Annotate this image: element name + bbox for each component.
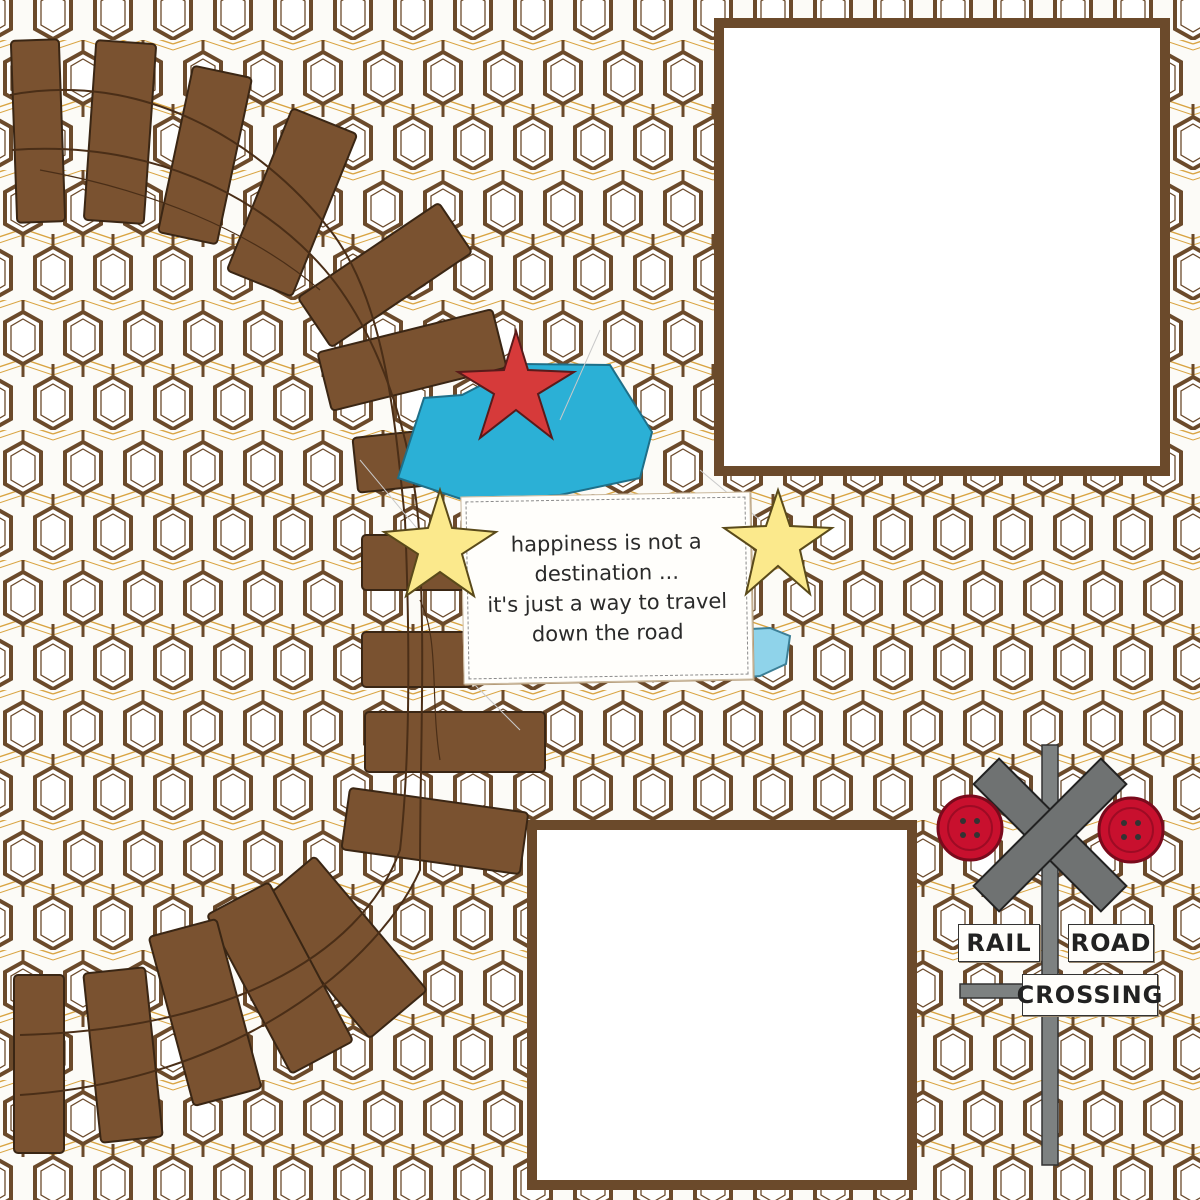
track-tie	[340, 787, 529, 875]
crossing-sign-label: CROSSING	[1016, 981, 1164, 1009]
rail-sign-label: RAIL	[966, 929, 1032, 957]
track-tie	[9, 38, 67, 224]
track-tie	[298, 203, 472, 347]
top-right-photo-mat	[714, 18, 1170, 476]
red-button-icon	[1097, 796, 1165, 864]
red-star-icon	[454, 327, 578, 441]
red-button-icon	[936, 794, 1004, 862]
bottom-photo-area[interactable]	[537, 830, 907, 1180]
track-tie	[157, 65, 253, 245]
track-tie	[317, 308, 507, 412]
yellow-star-icon	[381, 486, 499, 599]
track-tie	[148, 918, 262, 1107]
track-tie	[83, 39, 157, 225]
rail-sign: RAIL	[958, 924, 1040, 962]
bottom-photo-mat	[527, 820, 917, 1190]
top-right-photo-area[interactable]	[724, 28, 1160, 466]
track-tie	[13, 974, 65, 1154]
yellow-star-icon	[720, 486, 836, 597]
track-tie	[364, 711, 546, 773]
road-sign: ROAD	[1068, 924, 1154, 962]
track-tie	[207, 882, 353, 1074]
road-sign-label: ROAD	[1070, 929, 1152, 957]
crossing-sign: CROSSING	[1017, 974, 1162, 1016]
track-tie	[227, 108, 358, 297]
track-tie	[82, 966, 164, 1144]
